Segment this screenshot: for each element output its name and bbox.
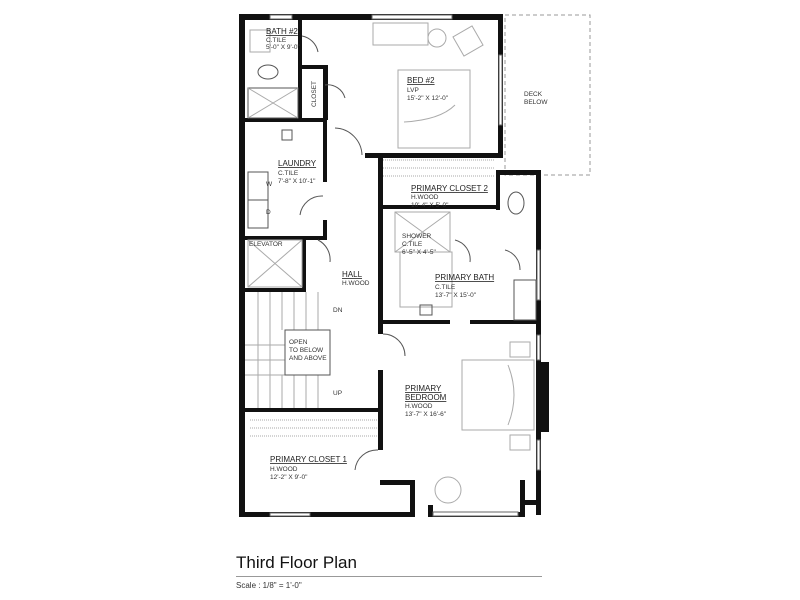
room-size: 15'-2" X 12'-0" [407,95,449,102]
room-name-line1: PRIMARY [405,384,442,393]
room-size: 13'-7" X 15'-0" [435,292,477,299]
room-size: 5'-0" X 9'-0" [266,44,301,51]
stair-up-label: UP [333,390,342,397]
room-size: 6'-5" X 4'-5" [402,249,437,256]
room-primary-bath: PRIMARY BATH C.TILE 13'-7" X 15'-0" [435,273,494,299]
room-finish: H.WOOD [411,194,439,201]
deck-outline [504,14,591,176]
room-name: PRIMARY BATH [435,273,494,282]
dryer-label: D [266,209,271,216]
windows [269,14,541,517]
room-name: BATH #2 [266,27,298,36]
room-finish: H.WOOD [342,280,370,287]
room-name-line2: BEDROOM [405,393,447,402]
room-size: 12'-2" X 9'-0" [270,474,308,481]
open-to-below-label: OPEN TO BELOW AND ABOVE [289,339,327,362]
room-finish: H.WOOD [405,403,433,410]
room-primary-closet-2: PRIMARY CLOSET 2 H.WOOD 10'-4" X 5'-0" [411,184,488,209]
room-finish: C.TILE [278,170,299,177]
room-laundry: LAUNDRY C.TILE 7'-8" X 10'-1" W D [266,159,317,216]
room-bath2: BATH #2 C.TILE 5'-0" X 9'-0" [266,27,301,51]
room-size: 13'-7" X 16'-6" [405,411,447,418]
deck-label: DECK BELOW [524,91,548,106]
deck-line2: BELOW [524,99,548,106]
room-size: 10'-4" X 5'-0" [411,202,449,209]
elevator-label: ELEVATOR [249,241,283,248]
plan-scale: Scale : 1/8" = 1'-0" [236,581,302,590]
room-name: BED #2 [407,76,435,85]
plan-title: Third Floor Plan [236,553,357,572]
room-primary-closet-1: PRIMARY CLOSET 1 H.WOOD 12'-2" X 9'-0" [270,455,347,481]
deck-line1: DECK [524,91,543,98]
room-finish: H.WOOD [270,466,298,473]
open-line1: OPEN [289,339,308,346]
room-size: 7'-8" X 10'-1" [278,178,316,185]
washer-label: W [266,181,273,188]
open-line3: AND ABOVE [289,355,327,362]
title-divider [236,576,542,577]
stair-down-label: DN [333,307,343,314]
room-bed2: BED #2 LVP 15'-2" X 12'-0" [407,76,449,102]
room-name: LAUNDRY [278,159,317,168]
room-shower: SHOWER C.TILE 6'-5" X 4'-5" [402,233,437,256]
open-line2: TO BELOW [289,347,324,354]
room-primary-bedroom: PRIMARY BEDROOM H.WOOD 13'-7" X 16'-6" [405,384,447,418]
room-name: PRIMARY CLOSET 2 [411,184,488,193]
room-finish: C.TILE [435,284,456,291]
room-hall: HALL H.WOOD DN UP [333,270,370,397]
room-name: PRIMARY CLOSET 1 [270,455,347,464]
room-finish: C.TILE [402,241,423,248]
room-name: SHOWER [402,233,432,240]
room-finish: C.TILE [266,37,287,44]
closet-label: CLOSET [311,81,318,107]
fixtures [245,22,537,504]
room-finish: LVP [407,87,419,94]
room-name: HALL [342,270,363,279]
